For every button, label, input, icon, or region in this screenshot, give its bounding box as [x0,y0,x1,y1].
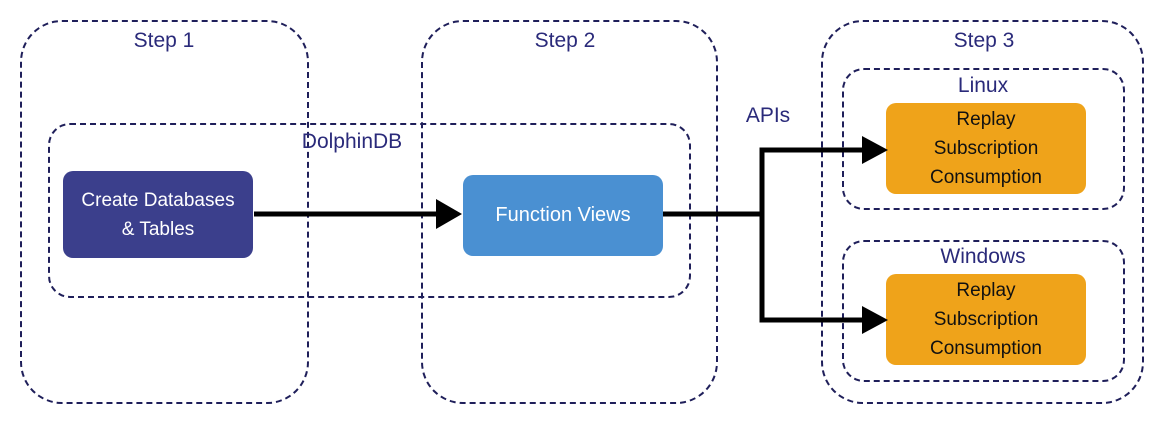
linux-label: Linux [957,74,1009,97]
create-databases-tables-text: Create Databases & Tables [81,189,235,240]
apis-label: APIs [745,104,791,127]
dolphindb-label: DolphinDB [301,130,403,153]
function-views-node: Function Views [463,175,663,256]
step3-label: Step 3 [953,29,1015,52]
step2-label: Step 2 [534,29,596,52]
function-views-text: Function Views [495,204,631,226]
step1-label: Step 1 [133,29,195,52]
windows-label: Windows [940,245,1026,268]
linux-client-node: Replay Subscription Consumption [886,103,1086,194]
create-databases-tables-node: Create Databases & Tables [63,171,253,258]
windows-client-text: Replay Subscription Consumption [930,280,1042,359]
linux-client-text: Replay Subscription Consumption [930,109,1042,188]
windows-client-node: Replay Subscription Consumption [886,274,1086,365]
linux-container [842,68,1125,210]
